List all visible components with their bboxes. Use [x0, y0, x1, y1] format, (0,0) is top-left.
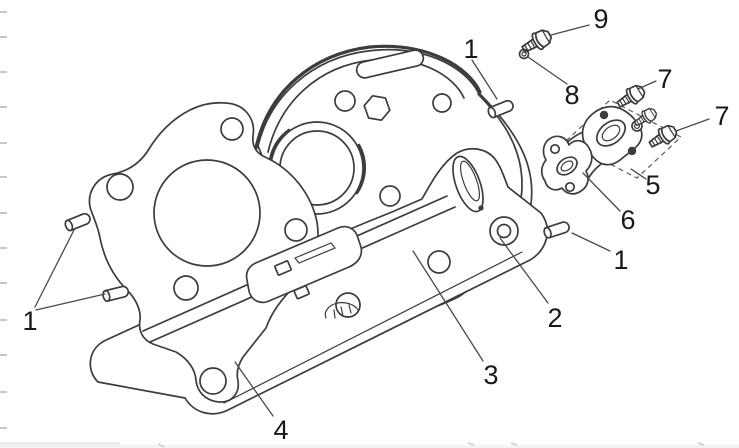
timing-slot: [355, 49, 425, 79]
top-fasteners: [518, 25, 555, 60]
leader-1-right: [571, 232, 611, 252]
channel-tab: [274, 260, 292, 276]
lower-arch: [324, 302, 359, 319]
gasket-bore: [153, 159, 261, 267]
dowel-pin: [101, 284, 131, 303]
plate-bolt-hole: [335, 292, 361, 318]
leader-9: [550, 24, 590, 36]
hex-boss: [363, 94, 391, 122]
dowel-pin: [486, 98, 516, 120]
leader-1-left-a: [34, 229, 75, 308]
leader-7-lower: [675, 118, 710, 132]
flange-hole: [627, 146, 637, 156]
flange-port-inner: [601, 124, 621, 142]
channel-sliver: [294, 242, 336, 264]
cam-chain-slot-inner: [459, 160, 481, 202]
flange-gasket-hole: [564, 181, 576, 193]
callout-5: 5: [645, 170, 660, 200]
flange-gasket-port: [556, 156, 578, 176]
page-edge-ticks: [0, 11, 739, 448]
gasket-bolt-hole: [106, 173, 134, 201]
plate-bolt-hole: [379, 185, 401, 207]
lower-arch-hatch: [333, 304, 352, 319]
gasket-bolt-hole: [199, 367, 227, 395]
leader-3: [412, 250, 484, 362]
flange-hole: [599, 110, 609, 120]
leader-1-left-b: [35, 293, 106, 311]
gasket-bolt-hole: [173, 275, 199, 301]
page-bottom-edge: [0, 445, 739, 448]
o-ring-inner: [521, 51, 527, 57]
leader-lines: [34, 24, 710, 417]
leader-6: [582, 172, 621, 212]
callout-7-lower: 7: [714, 101, 729, 131]
callout-8: 8: [564, 80, 579, 110]
coolant-channel: [142, 195, 456, 343]
leader-2: [499, 237, 549, 304]
plate-bolt-hole: [427, 250, 451, 274]
head-gasket-outline: [88, 101, 319, 403]
leader-1-top: [471, 59, 498, 100]
o-ring: [518, 48, 530, 60]
leader-8: [527, 56, 568, 85]
flange-gasket: [540, 135, 593, 195]
callout-9: 9: [593, 4, 608, 34]
flange-gasket-port-inner: [560, 160, 574, 172]
leader-7-upper: [637, 80, 657, 90]
bore-shade-right: [355, 143, 367, 195]
flange-gasket-hole: [549, 143, 561, 155]
callout-7-upper: 7: [657, 64, 672, 94]
callout-3: 3: [483, 360, 498, 390]
base-plate-inner-edge: [223, 251, 523, 404]
slot-dot: [478, 205, 484, 211]
callout-4: 4: [273, 415, 288, 445]
leader-5: [630, 168, 647, 180]
flange-port: [595, 119, 627, 147]
leader-4: [234, 361, 274, 417]
intake-flange-group: [540, 81, 683, 195]
dowel-pin: [63, 211, 93, 233]
gasket-bolt-hole: [220, 117, 244, 141]
head-bolt-hole: [432, 93, 452, 113]
callout-1-left: 1: [22, 306, 37, 336]
callout-1-top: 1: [463, 34, 478, 64]
head-gasket: [88, 101, 319, 403]
gasket-bolt-hole: [284, 218, 308, 242]
cooling-fins-arc: [254, 44, 482, 150]
head-bolt-hole: [334, 90, 356, 112]
banjo-bolt: [518, 25, 555, 59]
callout-1-right: 1: [613, 245, 628, 275]
stud-boss: [489, 216, 519, 246]
flange-bolt: [645, 121, 681, 153]
callout-2: 2: [547, 303, 562, 333]
callout-labels: 9 1 8 7 7 5 6 1 2 3 4 1: [22, 4, 729, 445]
stud-boss-hole: [496, 223, 512, 239]
callout-6: 6: [620, 205, 635, 235]
cam-chain-slot: [452, 155, 484, 213]
channel-tab: [293, 285, 310, 300]
